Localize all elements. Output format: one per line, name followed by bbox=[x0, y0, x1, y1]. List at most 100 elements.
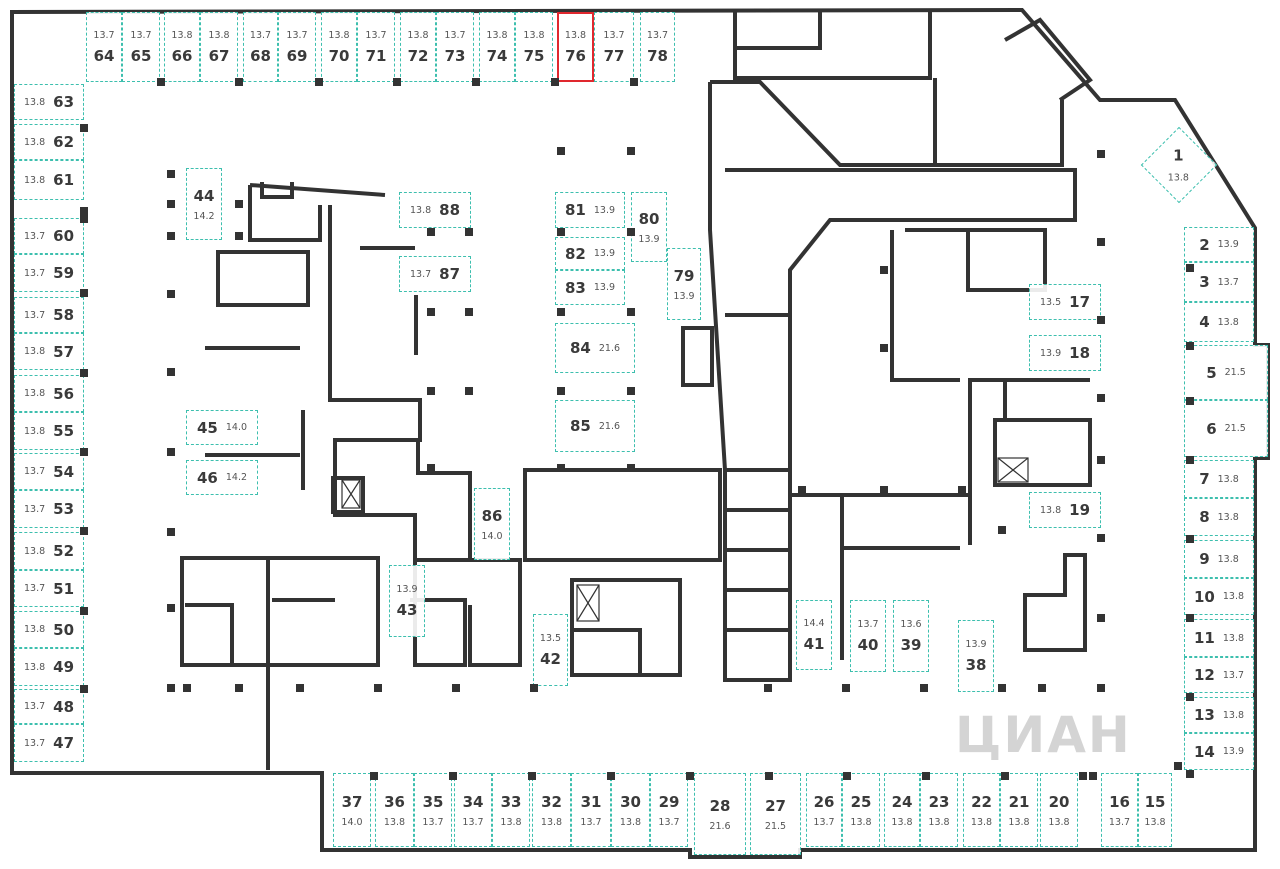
column-marker bbox=[80, 215, 88, 223]
spot-area: 14.0 bbox=[225, 422, 248, 433]
spot-area: 13.9 bbox=[593, 204, 616, 216]
spot-number: 38 bbox=[965, 655, 987, 674]
spot-number: 55 bbox=[53, 422, 75, 440]
spot-area: 13.8 bbox=[23, 96, 46, 108]
spot-area: 13.8 bbox=[1217, 316, 1239, 328]
parking-spot-56[interactable]: 13.8 56 bbox=[14, 375, 84, 412]
column-marker bbox=[557, 228, 565, 236]
column-marker bbox=[627, 308, 635, 316]
column-marker bbox=[627, 228, 635, 236]
spot-number: 84 bbox=[569, 339, 591, 357]
spot-area: 13.8 bbox=[23, 388, 46, 399]
spot-number: 56 bbox=[53, 384, 75, 403]
